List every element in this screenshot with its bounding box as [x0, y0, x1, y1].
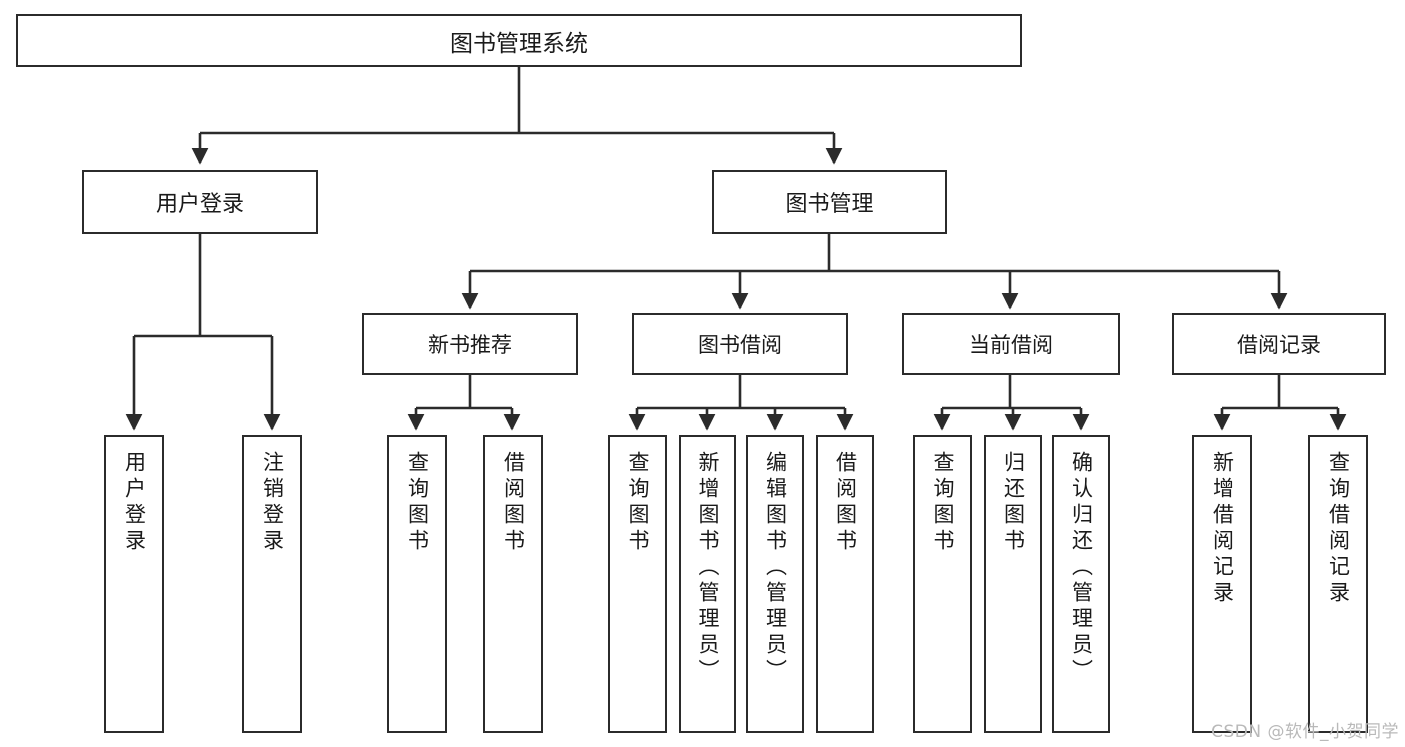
node-label: 确认归还（管理员）: [1069, 451, 1094, 685]
node-label: 图书管理系统: [450, 30, 588, 57]
leaf-current-return-book[interactable]: 归还图书: [984, 435, 1042, 733]
node-label: 查询图书: [405, 451, 430, 555]
node-label: 归还图书: [1001, 451, 1026, 555]
leaf-recommend-borrow-book[interactable]: 借阅图书: [483, 435, 543, 733]
node-new-book-recommend[interactable]: 新书推荐: [362, 313, 578, 375]
node-root-system[interactable]: 图书管理系统: [16, 14, 1022, 67]
leaf-recommend-query-book[interactable]: 查询图书: [387, 435, 447, 733]
node-book-management[interactable]: 图书管理: [712, 170, 947, 234]
node-label: 图书管理: [785, 192, 874, 217]
node-label: 用户登录: [122, 451, 147, 555]
node-current-borrow[interactable]: 当前借阅: [902, 313, 1120, 375]
node-label: 查询借阅记录: [1326, 451, 1351, 607]
leaf-borrow-borrow-book[interactable]: 借阅图书: [816, 435, 874, 733]
node-label: 借阅记录: [1237, 333, 1321, 357]
node-label: 新增图书（管理员）: [696, 451, 720, 685]
leaf-current-confirm-return[interactable]: 确认归还（管理员）: [1052, 435, 1110, 733]
leaf-record-add[interactable]: 新增借阅记录: [1192, 435, 1252, 733]
leaf-record-query[interactable]: 查询借阅记录: [1308, 435, 1368, 733]
node-user-login[interactable]: 用户登录: [82, 170, 318, 234]
node-book-borrow[interactable]: 图书借阅: [632, 313, 848, 375]
node-label: 查询图书: [931, 451, 955, 555]
node-label: 图书借阅: [698, 333, 782, 357]
node-label: 借阅图书: [833, 451, 858, 555]
leaf-borrow-edit-book[interactable]: 编辑图书（管理员）: [746, 435, 804, 733]
node-label: 编辑图书（管理员）: [763, 451, 788, 685]
node-label: 注销登录: [260, 451, 285, 555]
leaf-user-logout[interactable]: 注销登录: [242, 435, 302, 733]
node-label: 借阅图书: [501, 451, 526, 555]
node-label: 当前借阅: [969, 333, 1053, 357]
node-label: 新书推荐: [428, 333, 512, 357]
leaf-current-query-book[interactable]: 查询图书: [913, 435, 972, 733]
leaf-borrow-query-book[interactable]: 查询图书: [608, 435, 667, 733]
node-label: 用户登录: [155, 192, 244, 217]
node-label: 查询图书: [626, 451, 650, 555]
leaf-borrow-add-book[interactable]: 新增图书（管理员）: [679, 435, 736, 733]
leaf-user-login[interactable]: 用户登录: [104, 435, 164, 733]
node-label: 新增借阅记录: [1210, 451, 1235, 607]
node-borrow-record[interactable]: 借阅记录: [1172, 313, 1386, 375]
